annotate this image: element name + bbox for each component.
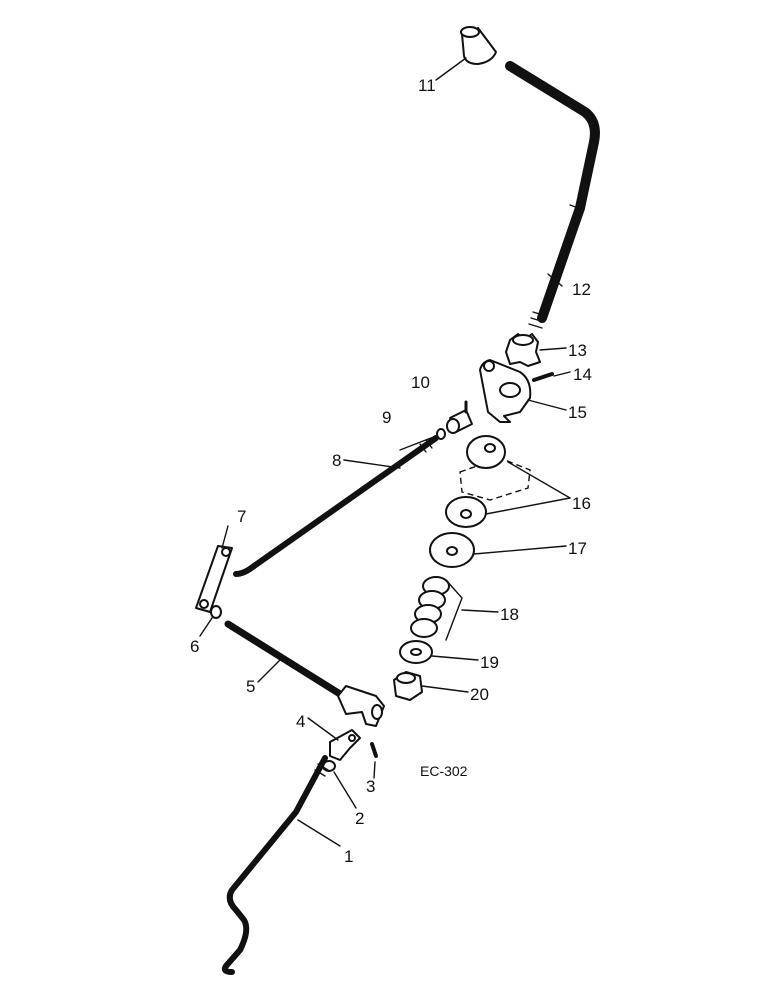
callout-6: 6 — [190, 637, 199, 656]
part-20-nut — [393, 671, 423, 701]
callout-labels: 1 2 3 4 5 6 7 8 9 10 11 12 13 14 15 16 1… — [190, 76, 592, 866]
diagram-code: EC-302 — [420, 763, 468, 779]
callout-4: 4 — [296, 712, 305, 731]
part-1-rod — [221, 755, 329, 975]
callout-13: 13 — [568, 341, 587, 360]
part-8-rod — [233, 435, 439, 577]
callout-19: 19 — [480, 653, 499, 672]
callout-11: 11 — [418, 76, 436, 95]
part-4-clevis — [329, 729, 361, 761]
callout-12: 12 — [572, 280, 591, 299]
part-9-clip — [436, 428, 446, 440]
part-10-fitting — [446, 400, 473, 434]
part-3-pin — [370, 742, 378, 758]
part-18-spring-washers — [410, 576, 463, 641]
leader-lines — [199, 57, 571, 847]
part-7-link — [195, 545, 233, 613]
callout-18: 18 — [500, 605, 519, 624]
part-12-gear-lever — [505, 61, 600, 329]
callout-15: 15 — [568, 403, 587, 422]
callout-1: 1 — [344, 847, 353, 866]
callout-10: 10 — [411, 373, 430, 392]
part-14-pin — [532, 372, 554, 382]
callout-7: 7 — [237, 507, 246, 526]
part-15-bracket — [479, 359, 532, 423]
part-5-shaft — [224, 620, 385, 727]
callout-2: 2 — [355, 809, 364, 828]
part-6-washer — [210, 605, 222, 619]
callout-20: 20 — [470, 685, 489, 704]
callout-3: 3 — [366, 777, 375, 796]
callout-14: 14 — [573, 365, 592, 384]
part-17-washer — [429, 532, 475, 568]
part-19-washer — [399, 640, 433, 664]
callout-9: 9 — [382, 408, 391, 427]
callout-5: 5 — [246, 677, 255, 696]
callout-8: 8 — [332, 451, 341, 470]
callout-17: 17 — [568, 539, 587, 558]
callout-16: 16 — [572, 494, 591, 513]
part-13-knurled-nut — [505, 333, 541, 367]
part-16-washers — [445, 435, 531, 528]
